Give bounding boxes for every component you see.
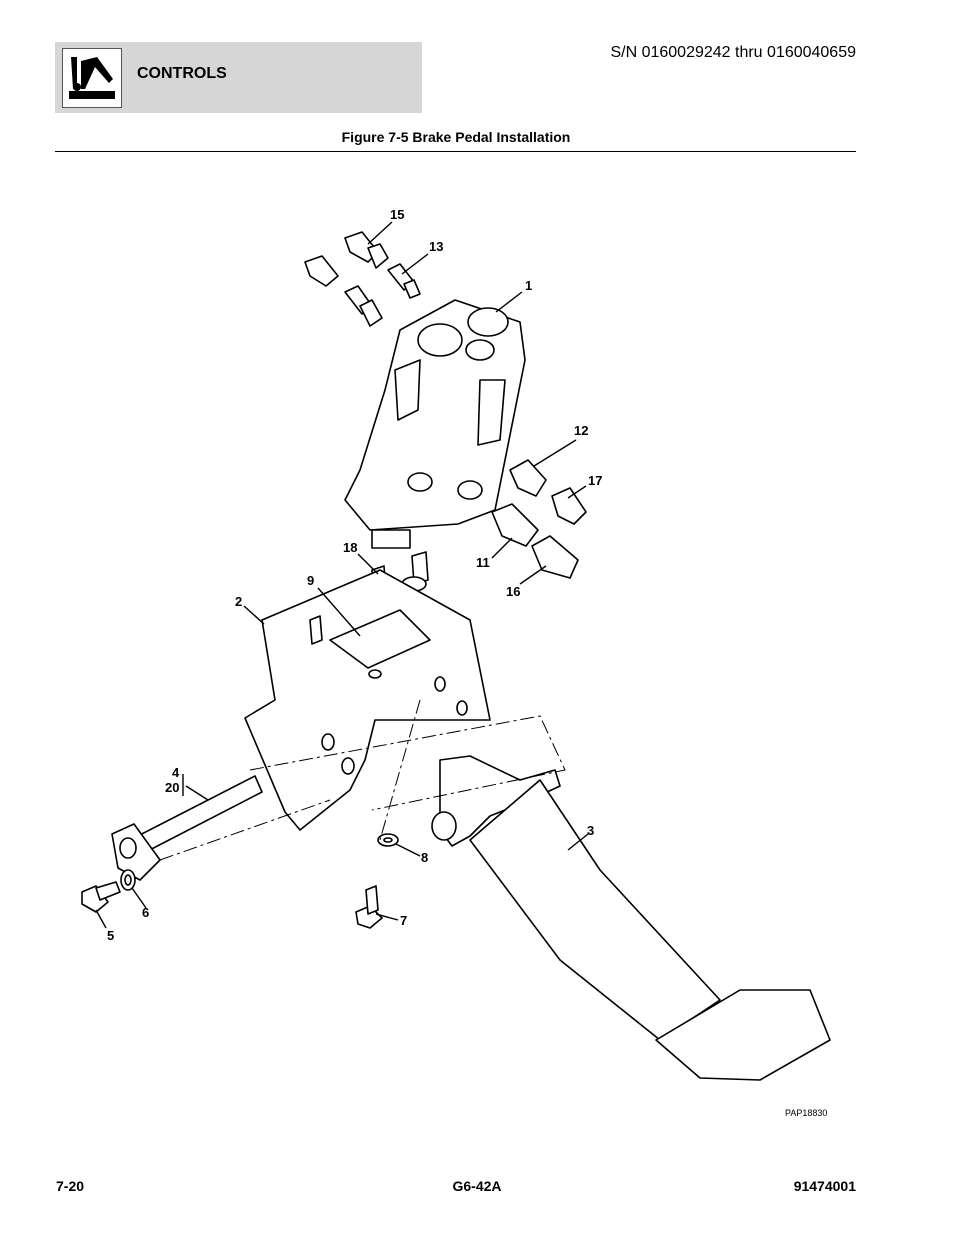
fitting-17 [551,487,587,525]
callout-2: 2 [235,594,242,609]
callout-12: 12 [574,423,588,438]
callout-13: 13 [429,239,443,254]
callout-9: 9 [307,573,314,588]
callout-18: 18 [343,540,357,555]
section-title: CONTROLS [137,65,227,82]
fitting-13 [387,263,421,299]
operator-controls-icon [62,48,122,108]
callout-15: 15 [390,207,404,222]
header-divider [55,151,856,152]
manual-part-number: 91474001 [793,1178,856,1194]
callout-7: 7 [400,913,407,928]
callout-4: 4 [172,765,180,780]
callout-3: 3 [587,823,594,838]
page-number: 7-20 [56,1178,85,1194]
callout-5: 5 [107,928,114,943]
model-number: G6-42A [452,1178,502,1194]
callout-6: 6 [142,905,149,920]
figure-title: Figure 7-5 Brake Pedal Installation [341,129,571,145]
bolt-5 [81,881,121,913]
bolt-7 [355,885,383,929]
serial-number-range: S/N 0160029242 thru 0160040659 [610,44,856,61]
washer-8 [377,833,399,847]
drawing-id: PAP18830 [785,1108,827,1118]
callout-11: 11 [476,555,490,570]
brake-valve [344,299,526,549]
fitting-12 [509,459,547,497]
fitting-11 [491,503,539,547]
brake-pedal-3 [431,755,831,1081]
callout-20: 20 [165,780,179,795]
callout-8: 8 [421,850,428,865]
callout-16: 16 [506,584,520,599]
pedal-bracket-2 [244,569,491,831]
callout-17: 17 [588,473,602,488]
fitting-15 [344,231,389,269]
pivot-shaft-4-20 [111,775,263,881]
washer-6 [120,869,136,891]
callout-1: 1 [525,278,532,293]
